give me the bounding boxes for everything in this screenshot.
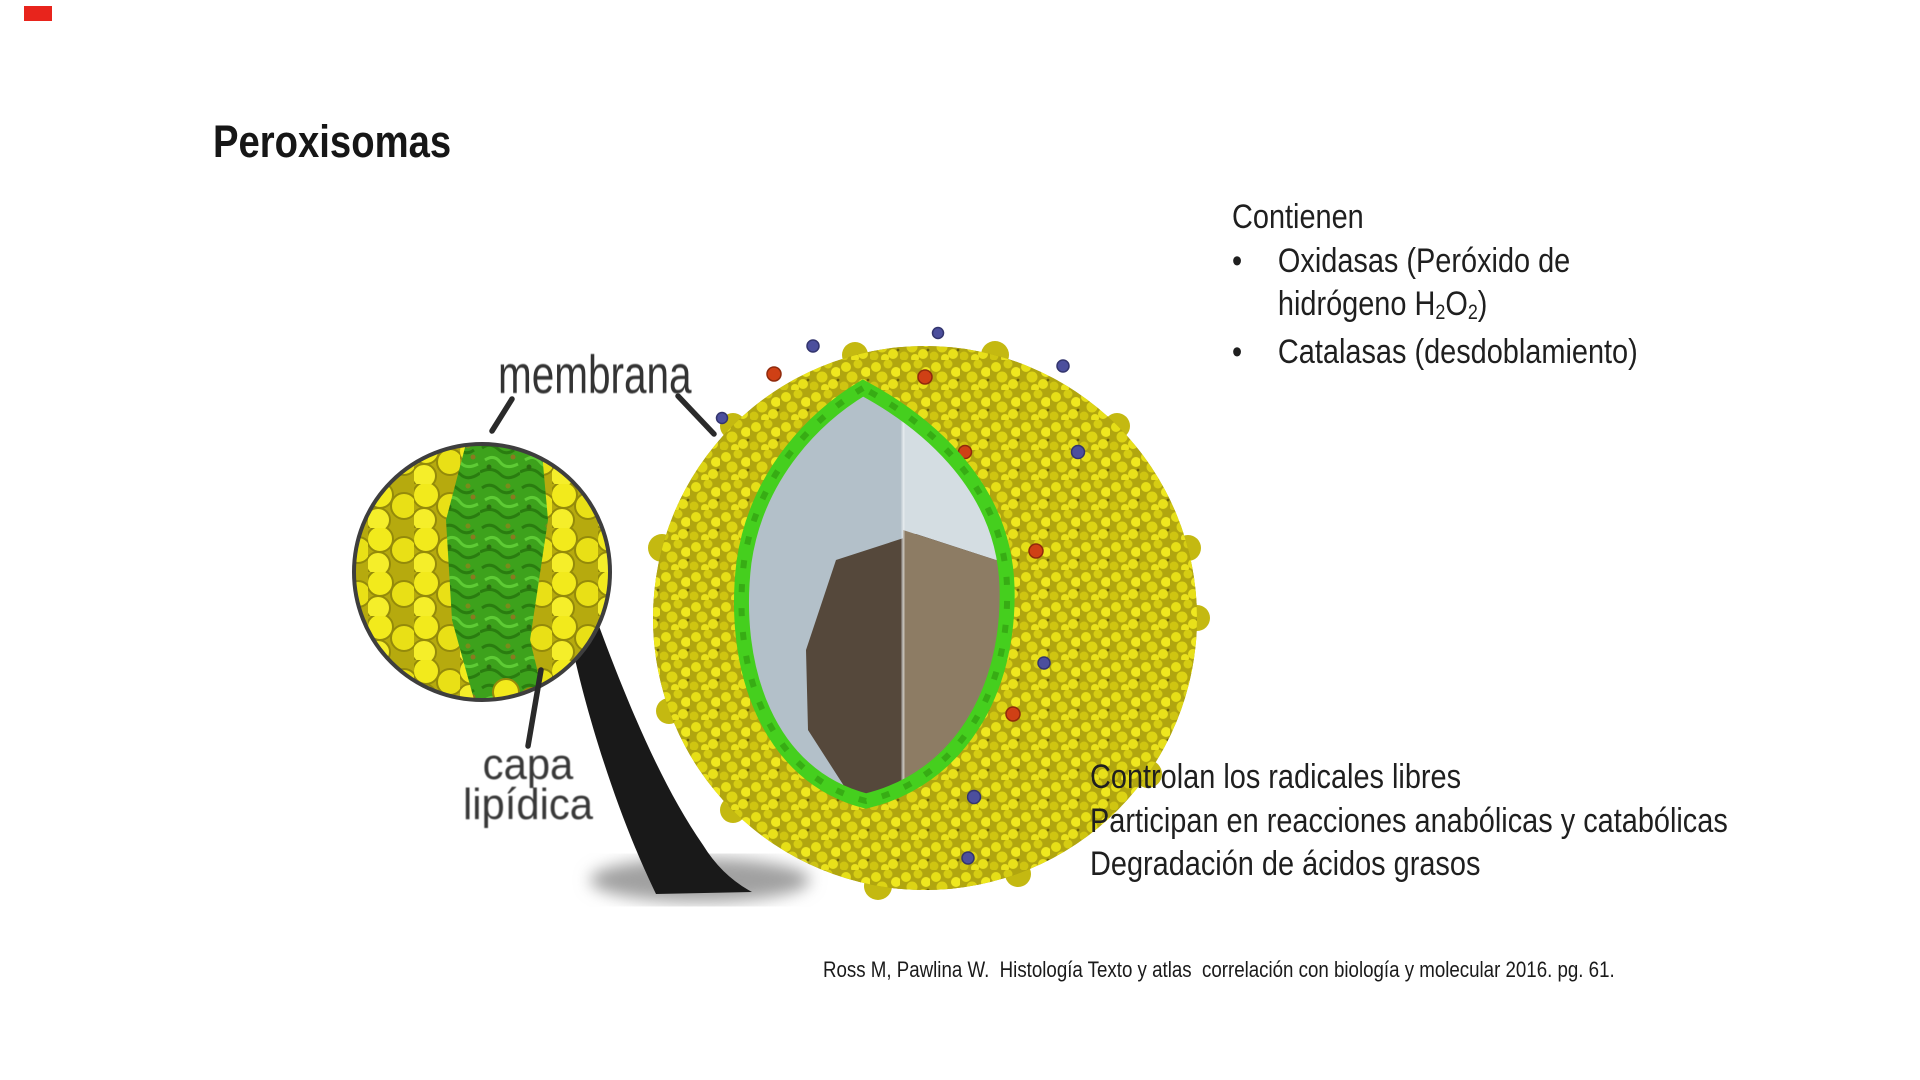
h2o2-pre: hidrógeno H	[1277, 285, 1436, 323]
h2o2-post: )	[1477, 285, 1488, 323]
citation: Ross M, Pawlina W. Histología Texto y at…	[823, 957, 1615, 982]
inset-outline	[352, 442, 612, 702]
red-marker	[24, 6, 52, 21]
blue-protein-dots	[715, 326, 1086, 865]
bullet-icon: •	[1232, 332, 1243, 371]
oxidasas-line2: hidrógeno H2O2)	[1278, 283, 1570, 331]
functions-text: Controlan los radicales libres Participa…	[1090, 756, 1728, 887]
membrane-pointer-right	[675, 393, 717, 437]
contains-item-catalasas: • Catalasas (desdoblamiento)	[1232, 331, 1638, 375]
contains-item-catalasas-text: Catalasas (desdoblamiento)	[1277, 332, 1638, 371]
membrane-rim-texture	[738, 384, 1011, 805]
lipid-layer-label: capa lipídica	[438, 740, 619, 829]
lipid-layer-label-line2: lipídica	[462, 780, 594, 829]
functions-line3: Degradación de ácidos grasos	[1090, 845, 1481, 883]
contains-item-oxidasas: • Oxidasas (Peróxido de hidrógeno H2O2)	[1232, 240, 1638, 331]
contains-heading: Contienen	[1232, 198, 1364, 236]
lipid-monolayer-left	[354, 444, 478, 700]
lipid-layer-pointer	[525, 667, 544, 749]
magnifier-funnel	[570, 596, 752, 894]
membrane-label: membrana	[498, 345, 692, 405]
functions-line2: Participan en reacciones anabólicas y ca…	[1090, 801, 1728, 840]
oxidasas-line1: Oxidasas (Peróxido de	[1277, 241, 1571, 280]
h2o2-sub1: 2	[1435, 300, 1446, 324]
functions-line1: Controlan los radicales libres	[1090, 758, 1462, 796]
bullet-icon: •	[1232, 241, 1243, 280]
contains-item-oxidasas-text: Oxidasas (Peróxido de hidrógeno H2O2)	[1278, 240, 1570, 331]
h2o2-mid: O	[1445, 285, 1468, 323]
page-title: Peroxisomas	[213, 116, 452, 167]
contains-list: Contienen • Oxidasas (Peróxido de hidróg…	[1232, 196, 1638, 374]
membrane-pointer-left	[489, 396, 515, 434]
h2o2-sub2: 2	[1467, 300, 1478, 324]
inset-detail-circle	[352, 442, 612, 702]
lipid-layer-label-line1: capa	[482, 740, 574, 789]
